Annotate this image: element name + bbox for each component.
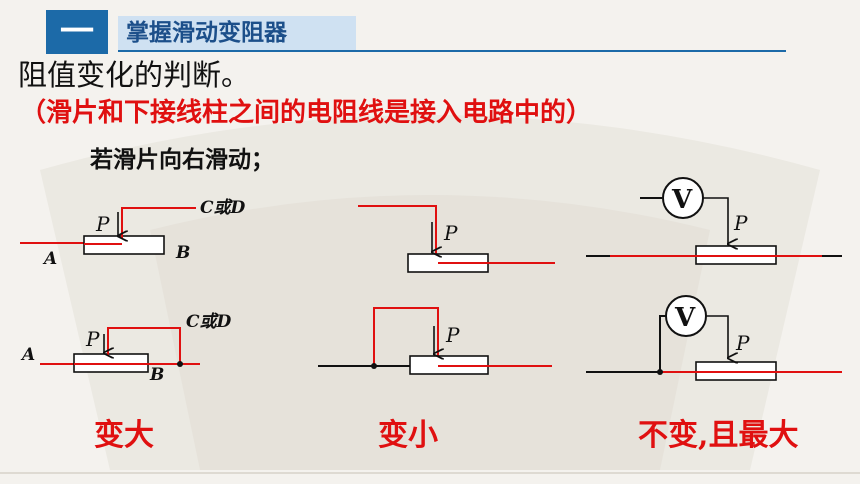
circuit-3: V P bbox=[586, 177, 842, 265]
slider-arrow-6 bbox=[706, 315, 728, 358]
junction-dot-6 bbox=[657, 369, 663, 375]
label-p-1: P bbox=[95, 212, 110, 236]
result-increase: 变大 bbox=[94, 418, 154, 453]
circuit-1: P A B C或D bbox=[20, 198, 246, 269]
voltmeter-label-3: V bbox=[671, 185, 693, 215]
slider-wire-4 bbox=[107, 327, 181, 364]
voltmeter-lead-6 bbox=[659, 315, 666, 372]
result-decrease: 变小 bbox=[378, 418, 438, 453]
circuit-6: V P bbox=[586, 295, 842, 381]
label-a-4: A bbox=[20, 345, 35, 365]
circuit-4: P A B C或D bbox=[20, 312, 232, 385]
label-p-3: P bbox=[733, 211, 748, 235]
section-title: 掌握滑动变阻器 bbox=[118, 16, 356, 50]
label-b-4: B bbox=[149, 365, 164, 385]
circuit-5: P bbox=[318, 307, 552, 375]
section-number: 一 bbox=[46, 10, 108, 54]
label-p-5: P bbox=[445, 323, 460, 347]
label-p-6: P bbox=[735, 331, 750, 355]
label-p-4: P bbox=[85, 327, 100, 351]
slider-wire-5 bbox=[373, 307, 439, 366]
label-cd-1: C或D bbox=[200, 198, 246, 218]
page-title: 阻值变化的判断。 bbox=[18, 58, 251, 92]
circuit-2: P bbox=[358, 205, 555, 273]
label-a-1: A bbox=[42, 249, 57, 269]
voltmeter-label-6: V bbox=[674, 303, 696, 333]
condition-text: 若滑片向右滑动； bbox=[90, 146, 274, 173]
bottom-divider bbox=[0, 472, 860, 474]
note-text: （滑片和下接线柱之间的电阻线是接入电路中的） bbox=[20, 98, 593, 128]
slider-wire-1 bbox=[121, 207, 196, 238]
label-p-2: P bbox=[443, 221, 458, 245]
result-unchanged-max: 不变,且最大 bbox=[638, 418, 799, 453]
header-underline bbox=[118, 50, 786, 52]
label-b-1: B bbox=[175, 243, 190, 263]
label-cd-4: C或D bbox=[186, 312, 232, 332]
slider-wire-2 bbox=[358, 205, 437, 256]
slider-arrow-3 bbox=[703, 197, 728, 244]
junction-dot-4 bbox=[177, 361, 183, 367]
